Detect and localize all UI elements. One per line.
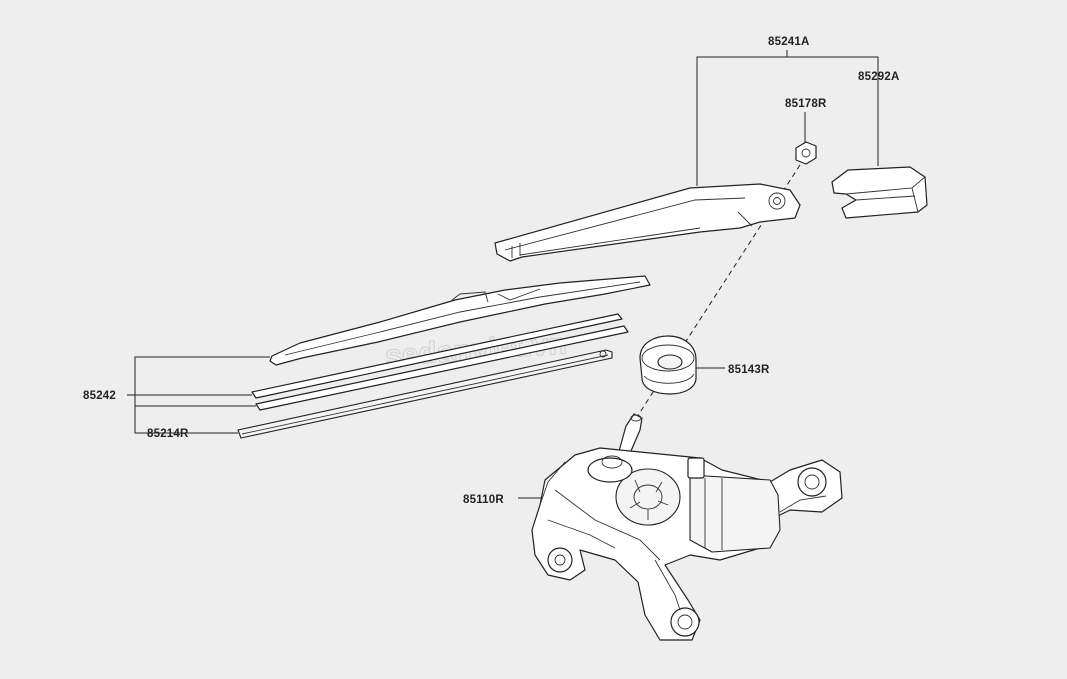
label-85242: 85242 bbox=[83, 390, 116, 402]
wiper-arm bbox=[494, 183, 801, 262]
blade-rubber bbox=[237, 313, 629, 439]
label-85143r: 85143R bbox=[728, 364, 770, 376]
nut-part bbox=[795, 141, 817, 165]
pivot-cover bbox=[639, 335, 697, 395]
label-85178r: 85178R bbox=[785, 98, 827, 110]
part-labels: 85241A 85292A 85178R 85143R 85242 85214R… bbox=[83, 36, 899, 506]
wiper-motor bbox=[531, 413, 843, 641]
label-85292a: 85292A bbox=[858, 71, 899, 83]
leader-85241a bbox=[696, 56, 879, 186]
arm-head-cap bbox=[831, 166, 928, 219]
label-85110r: 85110R bbox=[463, 494, 504, 506]
wiper-blade bbox=[269, 275, 651, 366]
label-85214r: 85214R bbox=[147, 428, 189, 440]
label-85241a: 85241A bbox=[768, 36, 809, 48]
